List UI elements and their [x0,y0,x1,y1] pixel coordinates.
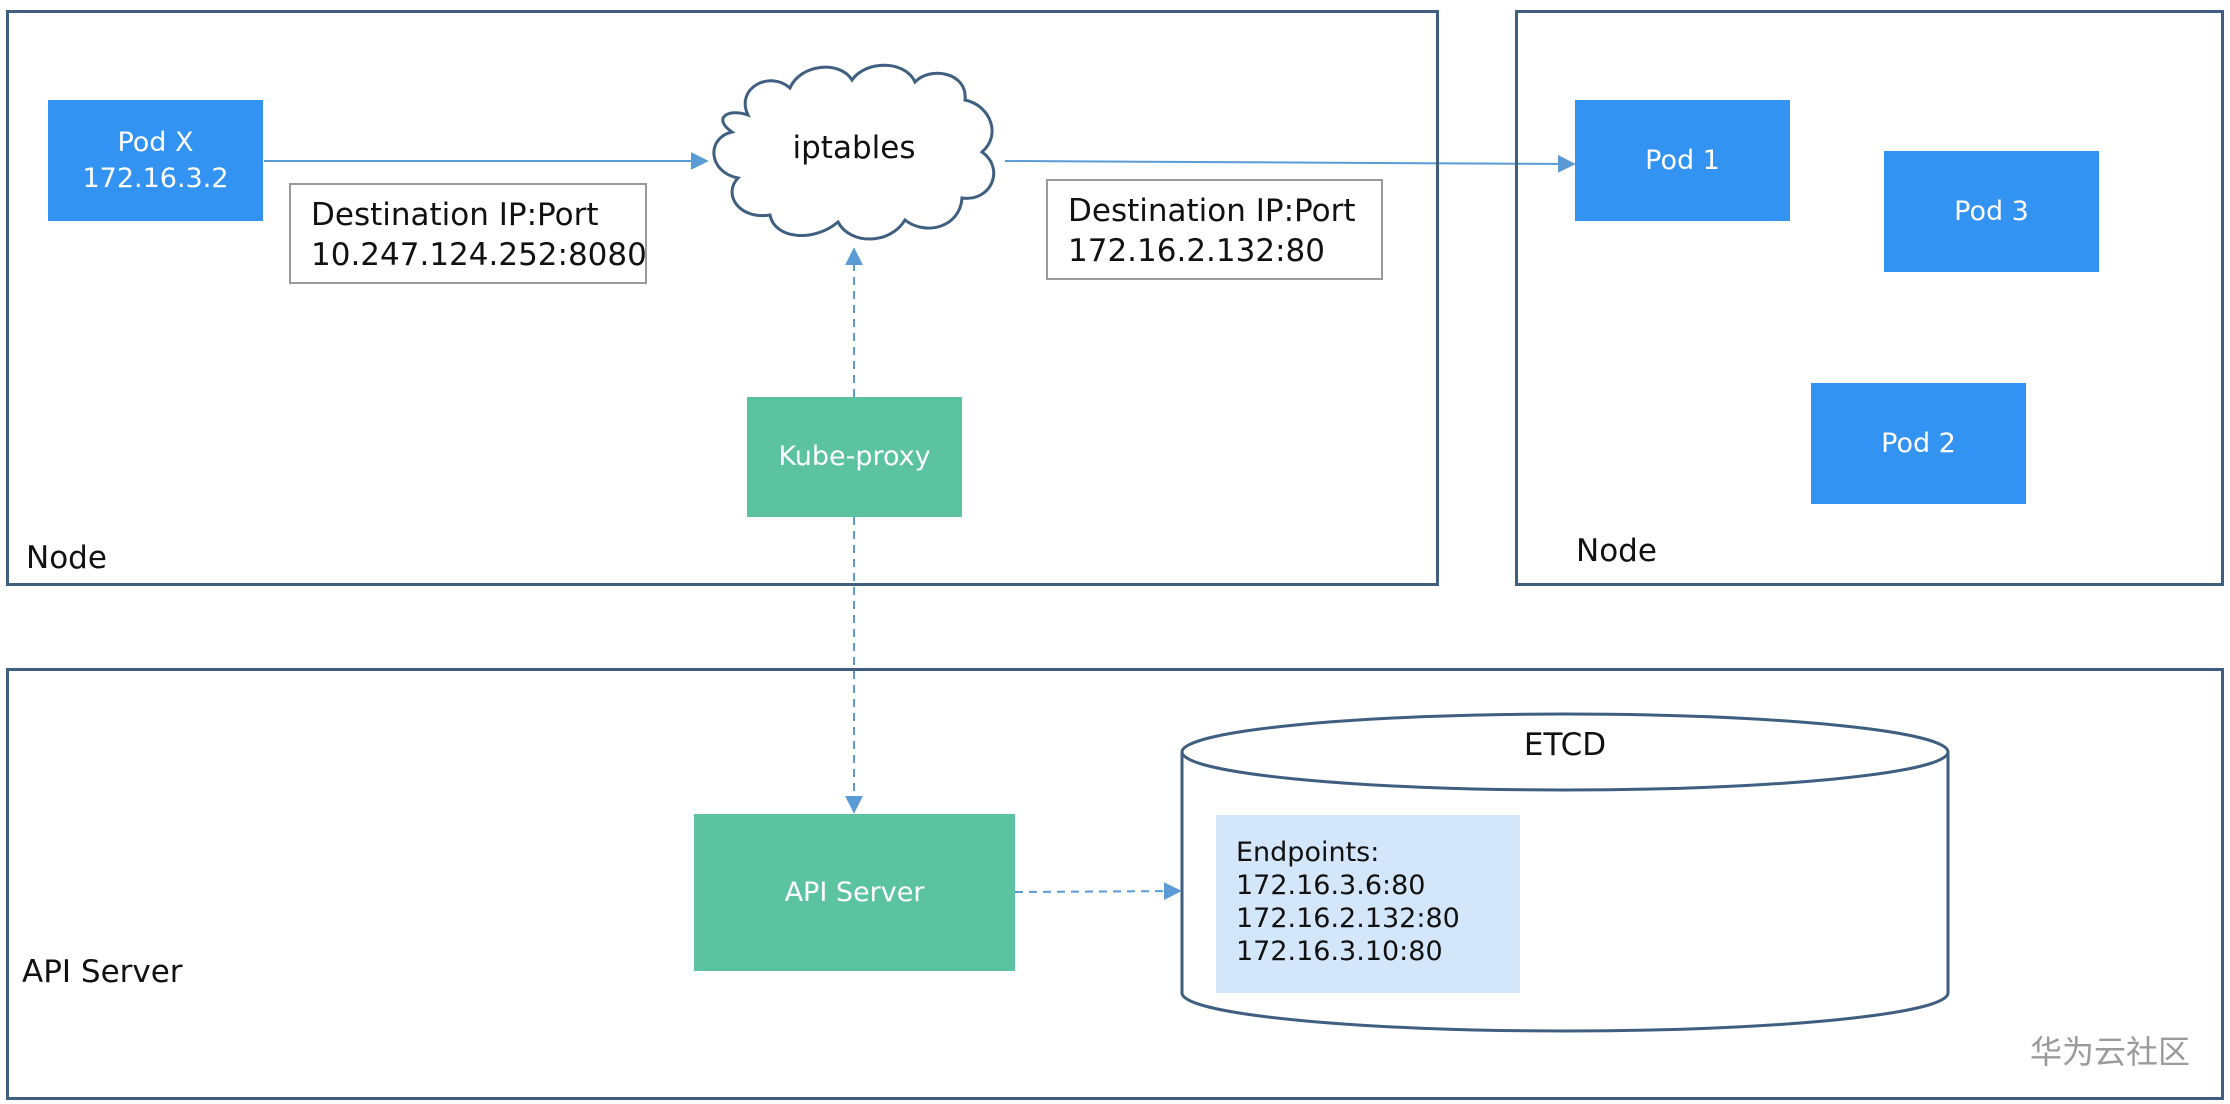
pod-x-name: Pod X [117,127,194,159]
iptables-cloud [712,63,996,241]
endpoint-item: 172.16.3.10:80 [1236,935,1443,967]
destination-left-title: Destination IP:Port [311,197,599,233]
destination-right-box: Destination IP:Port 172.16.2.132:80 [1046,179,1383,280]
api-server-region-label: API Server [22,954,183,990]
right-node-region [1515,10,2224,586]
api-server-label: API Server [784,876,925,908]
iptables-label: iptables [792,130,916,166]
watermark: 华为云社区 [2030,1033,2191,1071]
pod-1-label: Pod 1 [1645,144,1720,176]
pod-2-box: Pod 2 [1811,383,2026,504]
pod-x-ip: 172.16.3.2 [82,162,229,194]
left-node-region [6,10,1439,586]
endpoint-item: 172.16.2.132:80 [1236,902,1460,934]
destination-right-value: 172.16.2.132:80 [1068,233,1325,270]
endpoint-item: 172.16.3.6:80 [1236,869,1426,901]
destination-right-title: Destination IP:Port [1068,193,1356,229]
pod-3-label: Pod 3 [1954,195,2029,227]
api-server-box: API Server [694,814,1015,971]
pod-1-box: Pod 1 [1575,100,1790,221]
pod-x-box: Pod X 172.16.3.2 [48,100,263,221]
pod-3-box: Pod 3 [1884,151,2099,272]
kube-proxy-label: Kube-proxy [778,441,931,473]
right-node-label: Node [1576,533,1657,569]
pod-2-label: Pod 2 [1881,427,1956,459]
api-server-region [6,668,2224,1100]
kube-proxy-box: Kube-proxy [747,397,962,517]
endpoints-box: Endpoints: 172.16.3.6:80 172.16.2.132:80… [1216,815,1520,993]
endpoints-title: Endpoints: [1236,837,1380,868]
left-node-label: Node [26,540,107,576]
etcd-label: ETCD [1523,727,1607,763]
destination-left-value: 10.247.124.252:8080 [311,237,647,274]
destination-left-box: Destination IP:Port 10.247.124.252:8080 [289,183,647,284]
arrow-iptables-to-pod1 [1004,154,1576,173]
